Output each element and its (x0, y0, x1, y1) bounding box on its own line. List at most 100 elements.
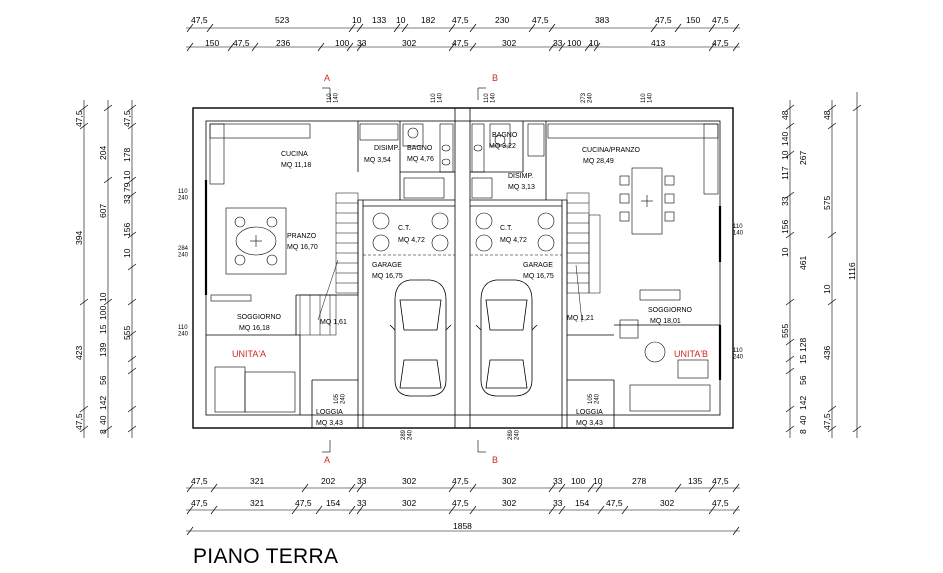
section-marker: A (324, 455, 330, 465)
dims-left-mid: 204 607 555 (98, 146, 132, 340)
dim-label: 100 (98, 306, 108, 320)
dim-label: 142 (98, 396, 108, 410)
dim-label: 236 (276, 38, 290, 48)
dim-label: 40 (798, 415, 808, 425)
dim-label: 302 (502, 38, 516, 48)
room-name: DISIMP. (374, 145, 399, 152)
dim-label: 56 (98, 375, 108, 385)
room-area: MQ 4,76 (407, 156, 434, 163)
car-a-icon (389, 279, 452, 397)
dim-label: 100 (567, 38, 581, 48)
dim-label: 321 (250, 498, 264, 508)
dims-top-row2: 150 47,5 236 100 33 302 47,5 302 33 100 … (205, 38, 729, 48)
dim-label: 100 (335, 38, 349, 48)
room-area: MQ 4,72 (398, 237, 425, 244)
dim-label: 302 (402, 498, 416, 508)
dim-label: 10 (98, 292, 108, 302)
dim-label: 47,5 (606, 498, 623, 508)
dim-label: 607 (98, 204, 108, 218)
unit-label-a: UNITA'A (232, 349, 266, 359)
dim-label: 140 (780, 132, 790, 146)
room-area: MQ 3,43 (316, 420, 343, 427)
dim-label: 461 (798, 256, 808, 270)
dim-label: 302 (502, 498, 516, 508)
dim-label: 79 (122, 182, 132, 192)
dim-label: 47,5 (712, 15, 729, 25)
dim-label: 413 (651, 38, 665, 48)
dim-label: 33 (553, 38, 563, 48)
dim-label: 154 (575, 498, 589, 508)
dim-label: 47,5 (532, 15, 549, 25)
dim-label: 10 (780, 247, 790, 257)
dim-label: 33 (357, 476, 367, 486)
dim-label: 33 (553, 476, 563, 486)
room-name: LOGGIA (316, 409, 343, 416)
room-area: MQ 3,22 (489, 143, 516, 150)
dimension-lines (83, 27, 858, 532)
room-name: C.T. (500, 225, 513, 232)
dim-label: 555 (122, 326, 132, 340)
dims-left-outer: 47,5 394 423 47,5 (74, 110, 84, 430)
dim-label: 48 (780, 110, 790, 120)
dining-table-a (225, 207, 287, 275)
dim-label: 128 (798, 338, 808, 352)
room-name: CUCINA/PRANZO (582, 147, 641, 154)
dim-label: 10 (589, 38, 599, 48)
room-area: MQ 3,13 (508, 184, 535, 191)
dim-label: 135 (688, 476, 702, 486)
dim-label: 8 (98, 429, 108, 434)
dim-label: 47,5 (822, 413, 832, 430)
wall-mark: 110140 (431, 92, 444, 103)
dim-label: 47,5 (74, 110, 84, 127)
living-furniture (210, 289, 711, 413)
dim-label: 555 (780, 324, 790, 338)
dim-label: 47,5 (655, 15, 672, 25)
unit-label-b: UNITA'B (674, 349, 708, 359)
dim-label: 436 (822, 346, 832, 360)
dim-label: 10 (122, 170, 132, 180)
room-area: MQ 18,01 (650, 318, 681, 325)
dim-label: 10 (396, 15, 406, 25)
wall-mark: 289240 (401, 429, 414, 440)
room-name: DISIMP. (508, 173, 533, 180)
room-area: MQ 3,43 (576, 420, 603, 427)
car-b-icon (475, 279, 538, 397)
wall-mark: 273240 (581, 92, 594, 103)
room-name: SOGGIORNO (648, 307, 693, 314)
dim-label: 33 (122, 194, 132, 204)
dim-label: 302 (402, 476, 416, 486)
wall-mark: 110140 (641, 92, 654, 103)
dim-label: 47,5 (452, 38, 469, 48)
dim-label: 117 (780, 166, 790, 180)
wall-mark: 105240 (334, 393, 347, 404)
dim-label: 47,5 (712, 476, 729, 486)
walls (192, 107, 734, 429)
wall-mark: 289240 (508, 429, 521, 440)
room-area: MQ 4,72 (500, 237, 527, 244)
section-lines (322, 87, 486, 453)
room-area: MQ 11,18 (281, 162, 311, 169)
dim-label: 150 (205, 38, 219, 48)
dim-label: 178 (122, 148, 132, 162)
dim-label: 302 (402, 38, 416, 48)
dim-label: 139 (98, 343, 108, 357)
dim-label: 394 (74, 231, 84, 245)
wall-mark: 105240 (588, 393, 601, 404)
dim-label: 10 (593, 476, 603, 486)
dim-label: 10 (822, 284, 832, 294)
room-area: MQ 16,75 (372, 273, 403, 280)
dim-label: 154 (326, 498, 340, 508)
drawing-title: PIANO TERRA (193, 545, 339, 568)
dim-label: 47,5 (191, 476, 208, 486)
fixtures (209, 123, 719, 252)
dim-label: 47,5 (452, 498, 469, 508)
dim-label: 383 (595, 15, 609, 25)
room-name: GARAGE (523, 262, 553, 269)
stairs-a (299, 192, 359, 336)
dim-label: 10 (352, 15, 362, 25)
room-name: CUCINA (281, 151, 308, 158)
dim-label: 1116 (847, 262, 857, 280)
